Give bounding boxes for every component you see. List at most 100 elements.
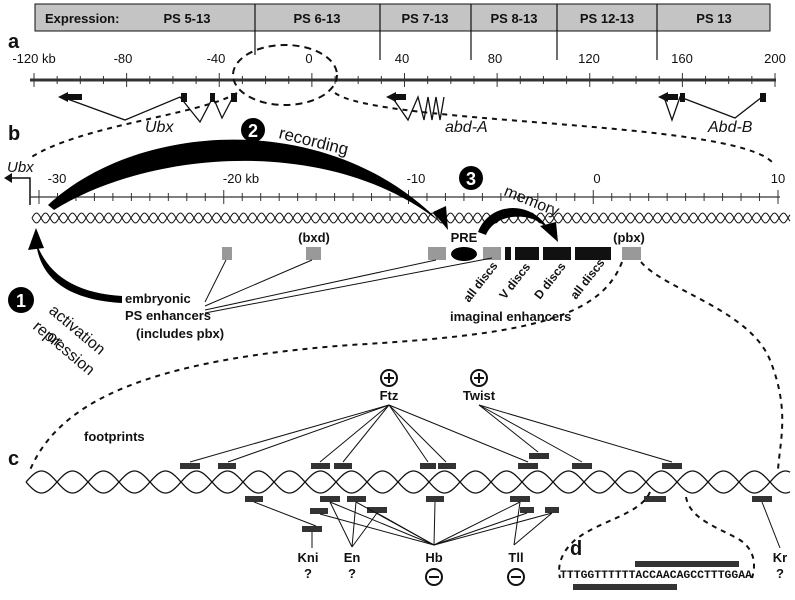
panel-b-tick: -30 bbox=[48, 171, 67, 186]
footprint bbox=[367, 507, 387, 513]
panel-a-tick: 80 bbox=[488, 51, 502, 66]
dna-helix-b bbox=[31, 212, 791, 224]
disc-enhancer-box bbox=[505, 247, 511, 260]
disc-label-all-2: all discs bbox=[567, 256, 607, 302]
embryonic-enhancer-box bbox=[222, 247, 232, 260]
step-1-badge: 1 bbox=[8, 287, 34, 313]
panel-b-tick: 0 bbox=[593, 171, 600, 186]
embryonic-label-line2: PS enhancers bbox=[125, 308, 211, 323]
panel-a-tick: -120 kb bbox=[12, 51, 55, 66]
footprint bbox=[752, 496, 772, 502]
footprint bbox=[311, 463, 330, 469]
bxd-box bbox=[306, 247, 321, 260]
abd-a-gene-model bbox=[386, 92, 445, 122]
footprint bbox=[572, 463, 592, 469]
panel-a-tick: 200 bbox=[764, 51, 786, 66]
kr-label: Kr bbox=[773, 550, 787, 565]
zoom-connector-cd bbox=[558, 491, 755, 579]
footprint bbox=[518, 463, 538, 469]
panel-a-tick: 0 bbox=[305, 51, 312, 66]
footprint bbox=[320, 496, 340, 502]
panel-label-c: c bbox=[8, 448, 19, 470]
bottom-connectors bbox=[253, 501, 781, 549]
footprint bbox=[438, 463, 456, 469]
footprint bbox=[662, 463, 682, 469]
embryonic-label-line3: (includes pbx) bbox=[136, 326, 224, 341]
expression-bar-box bbox=[34, 3, 771, 32]
panel-b-ruler: -30 -20 kb -10 0 10 bbox=[30, 171, 785, 204]
pre-flank-box bbox=[428, 247, 446, 260]
footprint bbox=[218, 463, 236, 469]
panel-label-a: a bbox=[8, 31, 20, 53]
hb-minus-icon bbox=[425, 568, 443, 586]
expression-bar: Expression: PS 5-13 PS 6-13 PS 7-13 PS 8… bbox=[34, 3, 771, 32]
step-2-number: 2 bbox=[248, 121, 258, 141]
panel-b-tick: 10 bbox=[771, 171, 785, 186]
ubx-promoter-label: Ubx bbox=[7, 159, 34, 176]
en-label: En bbox=[344, 550, 361, 565]
expression-segment-5: PS 12-13 bbox=[580, 11, 634, 26]
disc-enhancer-box bbox=[575, 247, 611, 260]
footprint bbox=[310, 508, 328, 514]
footprint bbox=[180, 463, 200, 469]
zoom-connector-ab bbox=[29, 92, 773, 163]
footprint bbox=[426, 496, 444, 502]
panel-a-ruler: -120 kb -80 -40 0 40 80 120 160 200 bbox=[12, 51, 786, 87]
imaginal-enhancers-label: imaginal enhancers bbox=[450, 309, 571, 324]
panel-label-b: b bbox=[8, 123, 20, 145]
panel-b-tick: -20 kb bbox=[223, 171, 259, 186]
ubx-promoter-arrow bbox=[4, 173, 31, 205]
footprint bbox=[347, 496, 366, 502]
embryonic-connectors bbox=[204, 257, 493, 314]
panel-a-tick: 160 bbox=[671, 51, 693, 66]
ftz-connectors bbox=[189, 404, 529, 463]
sequence-text: TTTGGTTTTTTACCAACAGCCTTTGGAA bbox=[560, 570, 752, 582]
footprint bbox=[545, 507, 559, 513]
footprint bbox=[420, 463, 436, 469]
zoom-region-ellipse bbox=[232, 44, 338, 106]
sequence-bar-top bbox=[635, 561, 739, 567]
step-2-badge: 2 bbox=[241, 118, 265, 142]
bxd-label: (bxd) bbox=[298, 230, 330, 245]
ftz-label: Ftz bbox=[380, 388, 399, 403]
ubx-gene-model bbox=[58, 92, 237, 124]
recording-arrow bbox=[48, 139, 448, 230]
pre-flank-box-2 bbox=[483, 247, 501, 260]
dna-helix-c bbox=[25, 470, 791, 494]
footprint bbox=[520, 507, 534, 513]
expression-segment-3: PS 7-13 bbox=[402, 11, 449, 26]
expression-label: Expression: bbox=[45, 11, 119, 26]
abd-b-gene-model bbox=[658, 92, 766, 122]
sequence-bar-bottom bbox=[573, 584, 677, 590]
expression-boundaries bbox=[254, 31, 658, 60]
activation-arrow bbox=[28, 228, 122, 303]
footprint bbox=[644, 496, 666, 502]
expression-segment-2: PS 6-13 bbox=[294, 11, 341, 26]
disc-enhancer-box bbox=[515, 247, 539, 260]
tll-label: Tll bbox=[508, 550, 523, 565]
expression-segment-4: PS 8-13 bbox=[491, 11, 538, 26]
bottom-footprints bbox=[245, 496, 772, 532]
pre-label: PRE bbox=[451, 230, 478, 245]
pbx-box bbox=[622, 247, 641, 260]
gene-label-abd-a: abd-A bbox=[445, 119, 488, 136]
ftz-activator: Ftz bbox=[380, 369, 399, 403]
twist-label: Twist bbox=[463, 388, 496, 403]
expression-segment-6: PS 13 bbox=[696, 11, 731, 26]
top-footprints bbox=[180, 453, 682, 469]
memory-arrow bbox=[478, 208, 558, 242]
disc-label-all-1: all discs bbox=[460, 259, 500, 305]
gene-label-ubx: Ubx bbox=[145, 119, 174, 136]
kni-sign: ? bbox=[304, 566, 312, 581]
en-sign: ? bbox=[348, 566, 356, 581]
footprint bbox=[510, 496, 530, 502]
pbx-label: (pbx) bbox=[613, 230, 645, 245]
panel-a-tick: -80 bbox=[114, 51, 133, 66]
panel-label-d: d bbox=[570, 538, 582, 560]
panel-a-tick: -40 bbox=[207, 51, 226, 66]
step-3-badge: 3 bbox=[459, 166, 483, 190]
footprint bbox=[334, 463, 352, 469]
footprint bbox=[245, 496, 263, 502]
expression-segment-1: PS 5-13 bbox=[164, 11, 211, 26]
